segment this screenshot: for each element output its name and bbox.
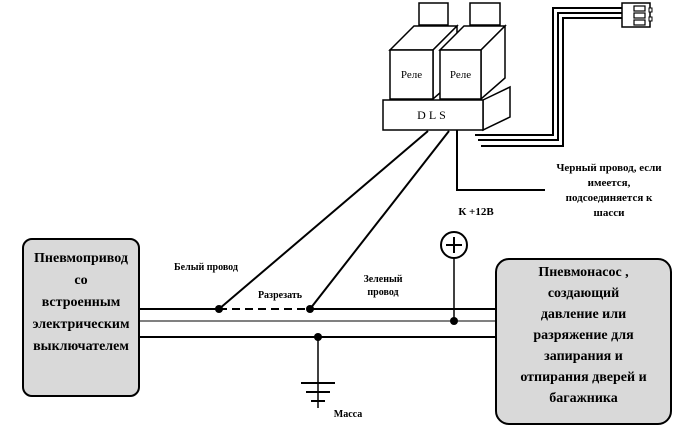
relay2-cap bbox=[469, 2, 501, 26]
pneumatic-pump-box: Пневмонасос , создающий давление или раз… bbox=[495, 258, 672, 425]
left-box-line: Пневмопривод bbox=[34, 251, 128, 266]
relay2-front-face bbox=[439, 49, 482, 100]
chassis-note: Черный провод, если имеется, подсоединяе… bbox=[546, 161, 672, 221]
green-wire-label-line: провод bbox=[367, 287, 399, 298]
ground-icon bbox=[301, 382, 335, 402]
right-box-line: запирания и bbox=[544, 349, 623, 364]
chassis-note-line: Черный провод, если bbox=[556, 162, 662, 174]
relay1-label: Реле bbox=[400, 68, 423, 81]
connector-pin-3 bbox=[633, 19, 646, 26]
white-wire-diagonal bbox=[218, 130, 429, 310]
junction-dot-ground bbox=[314, 333, 322, 341]
chassis-note-line: шасси bbox=[593, 207, 625, 219]
ground-label: Масса bbox=[333, 409, 363, 420]
right-box-line: багажника bbox=[549, 391, 618, 406]
white-wire-label: Белый провод bbox=[174, 262, 238, 273]
connector-pin-1 bbox=[633, 5, 646, 12]
left-box-line: электрическим bbox=[32, 317, 130, 332]
left-box-line: выключателем bbox=[33, 339, 129, 354]
pneumatic-actuator-box: Пневмопривод со встроенным электрическим… bbox=[22, 238, 140, 397]
relay2-label: Реле bbox=[449, 68, 472, 81]
relay1-front-face bbox=[389, 49, 434, 100]
junction-dot-green-wire bbox=[306, 305, 314, 313]
right-box-line: отпирания дверей и bbox=[520, 370, 647, 385]
harness-wire-1 bbox=[475, 7, 622, 136]
connector-pin-2 bbox=[633, 12, 646, 19]
relay1-cap bbox=[418, 2, 449, 26]
connector-latch-2 bbox=[648, 16, 653, 22]
junction-dot-white-wire bbox=[215, 305, 223, 313]
harness-wire-2 bbox=[478, 12, 622, 141]
chassis-note-line: имеется, bbox=[587, 177, 631, 189]
cut-label: Разрезать bbox=[257, 290, 303, 301]
harness-wire-3 bbox=[481, 17, 622, 147]
dls-base-label: DLS bbox=[417, 107, 449, 122]
power-label: К +12В bbox=[458, 206, 494, 218]
dls-base-front bbox=[382, 99, 484, 131]
green-wire-label-line: Зеленый bbox=[363, 274, 403, 285]
black-chassis-wire bbox=[456, 130, 545, 191]
left-box-line: со bbox=[74, 273, 88, 288]
right-box-line: разряжение для bbox=[533, 328, 634, 343]
right-box-line: Пневмонасос , bbox=[538, 265, 629, 280]
junction-dot-power bbox=[450, 317, 458, 325]
green-wire-diagonal bbox=[309, 130, 450, 310]
chassis-note-line: подсоединяется к bbox=[565, 192, 653, 204]
green-wire-label: Зеленый провод bbox=[357, 273, 409, 299]
right-box-line: создающий bbox=[547, 286, 620, 301]
left-box-line: встроенным bbox=[41, 295, 121, 310]
right-box-line: давление или bbox=[540, 307, 627, 322]
connector-latch-1 bbox=[648, 7, 653, 13]
